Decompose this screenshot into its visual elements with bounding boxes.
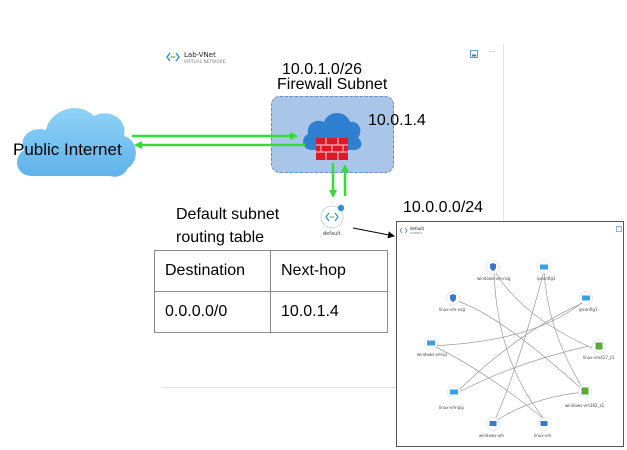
canvas-bottom-line (162, 387, 396, 388)
node-label-windows-vm-ip: windows-vm-ip (417, 352, 447, 357)
node-label-windows-vm: windows-vm (479, 433, 504, 438)
header-destination: Destination (154, 250, 271, 292)
node-label-windows-vm-nsg: windows-vm-nsg (477, 276, 511, 281)
vm-icon[interactable] (537, 417, 551, 431)
pointer-to-inset (352, 227, 395, 239)
subnet-icon[interactable] (319, 203, 347, 231)
vm-icon[interactable] (578, 384, 592, 398)
node-label-ipconfig1-right: ipconfig1 (579, 307, 598, 312)
topology-links (427, 268, 593, 423)
node-label-ipconfig1-top: ipconfig1 (537, 276, 556, 281)
node-label-linux-vm-pip: linux-vm-pip (439, 405, 464, 410)
cell-destination: 0.0.0.0/0 (154, 291, 271, 333)
default-subnet-caption-1: Default subnet (176, 206, 280, 223)
table-row: 0.0.0.0/0 10.0.1.4 (154, 291, 388, 333)
firewall-subnet-cidr: 10.0.1.0/26 (282, 61, 363, 78)
routing-table: Destination Next-hop 0.0.0.0/0 10.0.1.4 (154, 250, 388, 333)
nic-icon[interactable] (537, 260, 551, 274)
vm-icon[interactable] (486, 417, 500, 431)
internet-label: Public Internet (13, 140, 122, 159)
vnet-subtitle: VIRTUAL NETWORK (184, 59, 226, 64)
nsg-icon[interactable] (446, 291, 460, 305)
firewall-icon (303, 113, 362, 160)
vm-icon[interactable] (592, 339, 606, 353)
subnet-icon (399, 227, 408, 234)
panel-divider (503, 44, 504, 222)
default-subnet-caption-2: routing table (176, 229, 265, 246)
vnet-title: Lab-VNet (184, 51, 216, 59)
inset-subtitle: SUBNET (410, 231, 423, 235)
cell-next-hop: 10.0.1.4 (270, 291, 388, 333)
cloud-icon (17, 108, 136, 177)
more-icon[interactable]: ··· (488, 47, 496, 56)
vnet-icon (166, 52, 180, 62)
save-icon[interactable] (470, 50, 478, 58)
firewall-ip: 10.0.1.4 (368, 112, 426, 129)
node-label-linux-vm-nsg: linux-vm-nsg (439, 307, 465, 312)
nic-icon[interactable] (424, 336, 438, 350)
inset-title: default (410, 226, 425, 231)
save-icon[interactable] (616, 226, 622, 232)
subnet-node-label: default (323, 231, 341, 237)
subnet-topology-inset: default SUBNET windows-vm-nsg ipconfig1 (396, 221, 624, 447)
default-subnet-cidr: 10.0.0.0/24 (403, 199, 484, 216)
node-label-windows-vm182: windows-vm182_z1 (565, 403, 605, 408)
header-next-hop: Next-hop (270, 250, 388, 292)
node-label-linux-vm: linux-vm (534, 433, 552, 438)
nic-icon[interactable] (447, 385, 461, 399)
node-label-linux-vm417: linux-vm417_z1 (583, 355, 615, 360)
nic-icon[interactable] (579, 291, 593, 305)
firewall-subnet-name: Firewall Subnet (277, 76, 388, 93)
nsg-icon[interactable] (486, 260, 500, 274)
table-header-row: Destination Next-hop (154, 250, 388, 292)
